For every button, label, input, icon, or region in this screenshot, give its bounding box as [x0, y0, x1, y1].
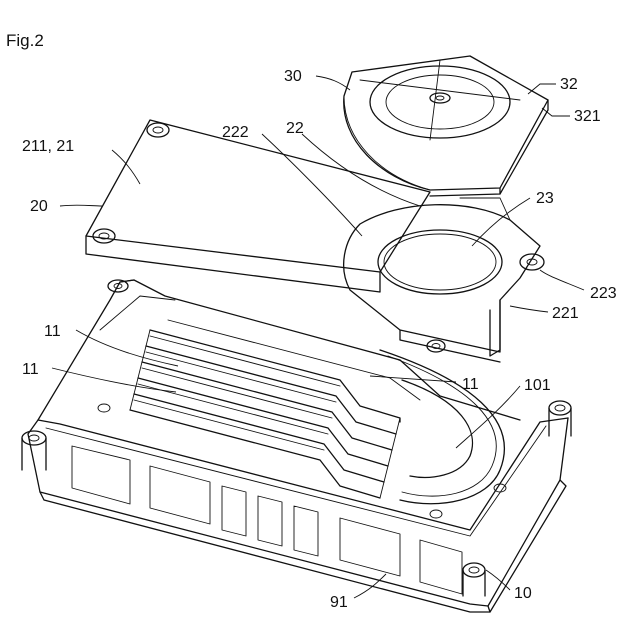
- heat-sink-fins: [130, 320, 420, 498]
- fan-assembly: [344, 56, 548, 196]
- label-duct-opening: 23: [536, 190, 554, 207]
- label-fins-right: 11: [462, 376, 479, 393]
- air-duct: [344, 198, 544, 362]
- label-fan: 30: [284, 68, 302, 85]
- label-base: 10: [514, 585, 532, 602]
- label-duct-left-edge: 222: [222, 124, 249, 141]
- label-duct: 22: [286, 120, 304, 137]
- label-fan-cover: 32: [560, 76, 578, 93]
- label-fan-cover-rim: 321: [574, 108, 601, 125]
- label-base-wall: 91: [330, 594, 348, 611]
- label-heat-spreader: 20: [30, 198, 48, 215]
- label-fins-lower: 11: [22, 361, 39, 378]
- air-chamber: [380, 350, 504, 504]
- label-fins-upper: 11: [44, 323, 61, 340]
- base-housing: [22, 280, 571, 612]
- base-front-wall: [72, 446, 462, 594]
- label-top-plate: 211, 21: [22, 138, 74, 155]
- figure-title: Fig.2: [6, 31, 44, 50]
- label-duct-boss: 223: [590, 285, 617, 302]
- label-chamber: 101: [524, 377, 551, 394]
- label-duct-body: 221: [552, 305, 579, 322]
- base-corner-bosses: [22, 280, 571, 596]
